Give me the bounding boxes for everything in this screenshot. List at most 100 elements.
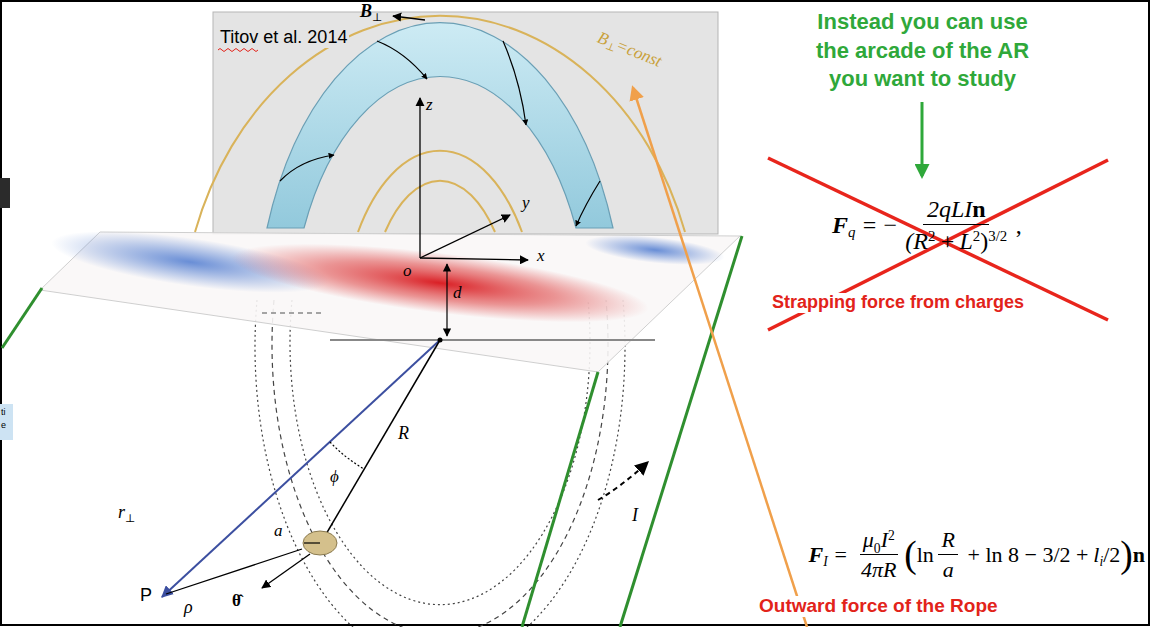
axis-label: x xyxy=(537,247,545,266)
fraction: 2qLIn(R2+L2)3/2 xyxy=(902,196,1011,255)
depth-label: d xyxy=(453,284,462,303)
equation-term: q xyxy=(848,224,855,240)
flux-rope xyxy=(267,23,613,228)
unit-vector-label: θ̂ xyxy=(232,592,241,611)
field-line-arc xyxy=(385,181,495,232)
minor-radius-label: a xyxy=(274,522,283,541)
equation-term: B xyxy=(360,2,372,22)
denominator: 4πR xyxy=(858,555,900,582)
numerator: μ0I2 xyxy=(860,528,899,555)
minor-radius-line xyxy=(304,542,320,543)
window-fragment-text: ti xyxy=(1,408,6,418)
fraction: Ra xyxy=(938,528,958,582)
equation-term: 4πR xyxy=(861,558,896,582)
equation-term: , xyxy=(1016,212,1022,238)
torus-center xyxy=(438,338,443,343)
equation-term: L xyxy=(959,228,972,254)
major-radius-line xyxy=(322,340,440,541)
equation: FI=μ0I24πR(lnRa+ ln 8 − 3/2 +li/2)n xyxy=(809,528,1145,582)
equation-term: ln xyxy=(917,543,934,567)
origin-label: o xyxy=(403,262,412,281)
equation-term: (R xyxy=(905,228,928,254)
equation-term: 2 xyxy=(928,228,935,244)
equation-term: = xyxy=(834,543,846,567)
spell-underline xyxy=(218,49,258,52)
current-label: I xyxy=(632,506,638,526)
cross-out xyxy=(768,160,1108,330)
field-symbol: B⊥ xyxy=(360,2,383,22)
angle-arc xyxy=(330,442,364,469)
radius-line xyxy=(162,340,440,597)
equation-term: 2qLI xyxy=(927,196,972,222)
y-axis xyxy=(420,215,510,258)
equation-term: i xyxy=(1099,554,1103,569)
field-arrow xyxy=(393,16,425,20)
equation-term: I xyxy=(881,528,888,552)
equation-term: n xyxy=(1133,543,1145,567)
equation-term: F xyxy=(832,212,848,238)
equation-term: ( xyxy=(904,536,916,573)
negative-polarity xyxy=(584,230,726,270)
force-caption: Strapping force from charges xyxy=(770,293,1026,313)
vertical-plane xyxy=(213,12,718,234)
denominator: (R2+L2)3/2 xyxy=(902,225,1011,254)
equation-term: r xyxy=(118,503,125,523)
citation-label: Titov et al. 2014 xyxy=(218,28,349,48)
force-caption: Outward force of the Rope xyxy=(757,596,1000,617)
torus-axis-line xyxy=(330,339,655,341)
equation-term: n xyxy=(972,196,985,222)
equation-term: /2 xyxy=(1103,543,1120,567)
twisted-field-line xyxy=(280,155,334,181)
green-guide-line xyxy=(522,372,598,627)
equation: Fq=−2qLIn(R2+L2)3/2, xyxy=(832,196,1022,255)
note-text: Instead you can use the arcade of the AR… xyxy=(805,8,1040,94)
field-line-arc xyxy=(195,16,685,232)
orange-pointer xyxy=(633,88,807,627)
window-fragment-text: e xyxy=(1,421,6,431)
equation-term: R xyxy=(942,528,955,552)
green-guide-line xyxy=(620,236,742,627)
equation-term: ⊥ xyxy=(372,11,383,23)
equation-term: + ln 8 − 3/2 + xyxy=(967,543,1088,567)
equation-term: = xyxy=(863,212,877,238)
current-arrow xyxy=(598,462,648,500)
window-fragment xyxy=(0,404,13,440)
fraction: μ0I2 4πR xyxy=(858,528,900,582)
x-axis xyxy=(420,258,528,260)
equation-term: I xyxy=(823,554,828,569)
distance-symbol: r⊥ xyxy=(118,503,136,523)
radius-label: R xyxy=(398,424,409,444)
equation-term: μ xyxy=(863,528,874,552)
axis-label: z xyxy=(426,96,433,115)
field-line-arc xyxy=(358,151,522,232)
axis-label: y xyxy=(522,194,530,213)
equation-term: ) xyxy=(980,228,988,254)
equation-term: ) xyxy=(1120,536,1132,573)
torus-axis-line xyxy=(262,312,322,314)
equation-term: + xyxy=(941,228,955,254)
green-guide-line xyxy=(2,288,42,348)
numerator: 2qLIn xyxy=(923,196,989,225)
numerator: R xyxy=(938,528,958,555)
equation-term: F xyxy=(809,543,824,567)
equation-term: 2 xyxy=(888,528,895,543)
equation-term: ⊥ xyxy=(125,512,136,524)
distance-label: ρ xyxy=(184,598,193,618)
equation-term: 3/2 xyxy=(988,228,1007,244)
rope-cross-section xyxy=(303,531,337,555)
equation-term: l xyxy=(1093,543,1099,567)
equation-term: 0 xyxy=(874,541,881,556)
twisted-field-line xyxy=(377,41,427,79)
equation-term: − xyxy=(883,212,897,238)
twisted-field-line xyxy=(576,181,600,226)
equation-term: 2 xyxy=(973,228,980,244)
window-fragment xyxy=(0,178,10,208)
point-label: P xyxy=(140,586,152,606)
equation-term: a xyxy=(943,558,954,582)
green-arrow xyxy=(921,102,924,176)
z-axis xyxy=(419,98,420,258)
